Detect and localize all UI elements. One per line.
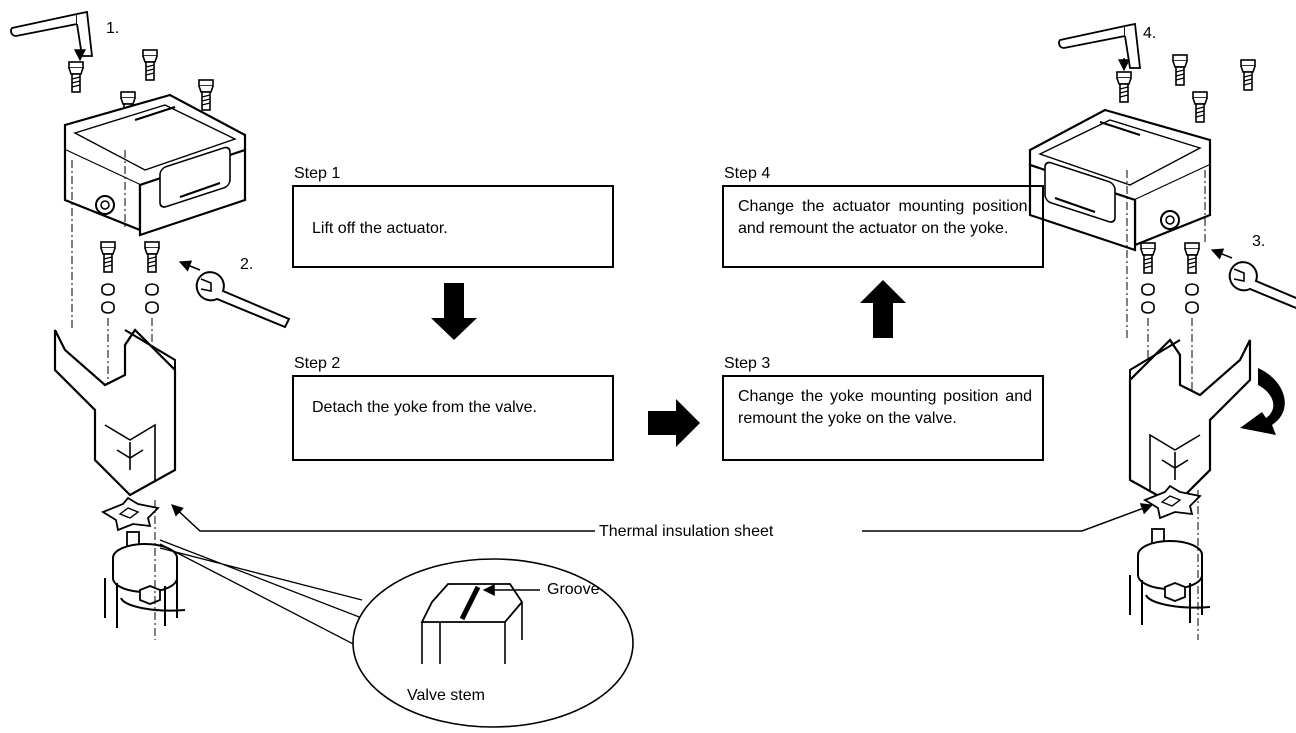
bolt-icon bbox=[1184, 242, 1200, 274]
bolt-icon bbox=[1140, 242, 1156, 274]
yoke-body bbox=[53, 328, 177, 497]
step-4-text: Change the actuator mounting position, a… bbox=[738, 198, 1032, 237]
step-2-box: Detach the yoke from the valve. bbox=[292, 375, 614, 461]
hex-key-icon bbox=[10, 11, 93, 57]
bolt-icon bbox=[198, 79, 214, 111]
bolt-icon bbox=[1116, 71, 1132, 103]
yoke-body bbox=[1128, 338, 1252, 507]
bolt-icon bbox=[68, 61, 84, 93]
spring-washer bbox=[1141, 283, 1155, 296]
valve-stem-label: Valve stem bbox=[407, 687, 485, 704]
flat-washer bbox=[101, 301, 115, 314]
callout-2: 2. bbox=[240, 256, 254, 273]
bolt-icon bbox=[1240, 59, 1256, 91]
actuator-body bbox=[63, 93, 247, 237]
groove-mark bbox=[459, 585, 481, 621]
bolt-icon bbox=[1192, 91, 1208, 123]
actuator-body bbox=[1028, 108, 1212, 252]
bolt-icon bbox=[100, 241, 116, 273]
step-1-box: Lift off the actuator. bbox=[292, 185, 614, 268]
callout-4: 4. bbox=[1143, 25, 1157, 42]
step-3-box: Change the yoke mounting position and re… bbox=[722, 375, 1044, 461]
flat-washer bbox=[1185, 301, 1199, 314]
spring-washer bbox=[1185, 283, 1199, 296]
step-1-title: Step 1 bbox=[294, 165, 341, 182]
bolt-icon bbox=[142, 49, 158, 81]
step-3-title: Step 3 bbox=[724, 355, 771, 372]
arrow-up-icon bbox=[860, 280, 906, 338]
step-4-box: Change the actuator mounting position, a… bbox=[722, 185, 1044, 268]
valve-body bbox=[104, 531, 186, 629]
rotate-arrow-icon bbox=[1240, 368, 1285, 435]
flat-washer bbox=[145, 301, 159, 314]
step-2-title: Step 2 bbox=[294, 355, 341, 372]
hex-key-icon bbox=[1058, 23, 1141, 69]
wrench-icon bbox=[1228, 261, 1296, 318]
spring-washer bbox=[145, 283, 159, 296]
step-2-text: Detach the yoke from the valve. bbox=[312, 399, 537, 416]
groove-label: Groove bbox=[547, 581, 600, 598]
spring-washer bbox=[101, 283, 115, 296]
step-3-text: Change the yoke mounting position and re… bbox=[738, 388, 1032, 427]
insulation-sheet bbox=[102, 497, 159, 531]
callout-1: 1. bbox=[106, 20, 120, 37]
bolt-icon bbox=[144, 241, 160, 273]
left-assembly bbox=[10, 11, 290, 640]
thermal-insulation-label: Thermal insulation sheet bbox=[595, 522, 778, 541]
arrow-down-icon bbox=[431, 283, 477, 340]
flat-washer bbox=[1141, 301, 1155, 314]
step-1-text: Lift off the actuator. bbox=[312, 220, 448, 237]
callout-3: 3. bbox=[1252, 233, 1266, 250]
magnified-view bbox=[352, 558, 634, 728]
bolt-icon bbox=[1172, 54, 1188, 86]
arrow-right-icon bbox=[648, 399, 700, 447]
right-assembly bbox=[1028, 23, 1296, 640]
step-4-title: Step 4 bbox=[724, 165, 771, 182]
wrench-icon bbox=[195, 271, 290, 328]
